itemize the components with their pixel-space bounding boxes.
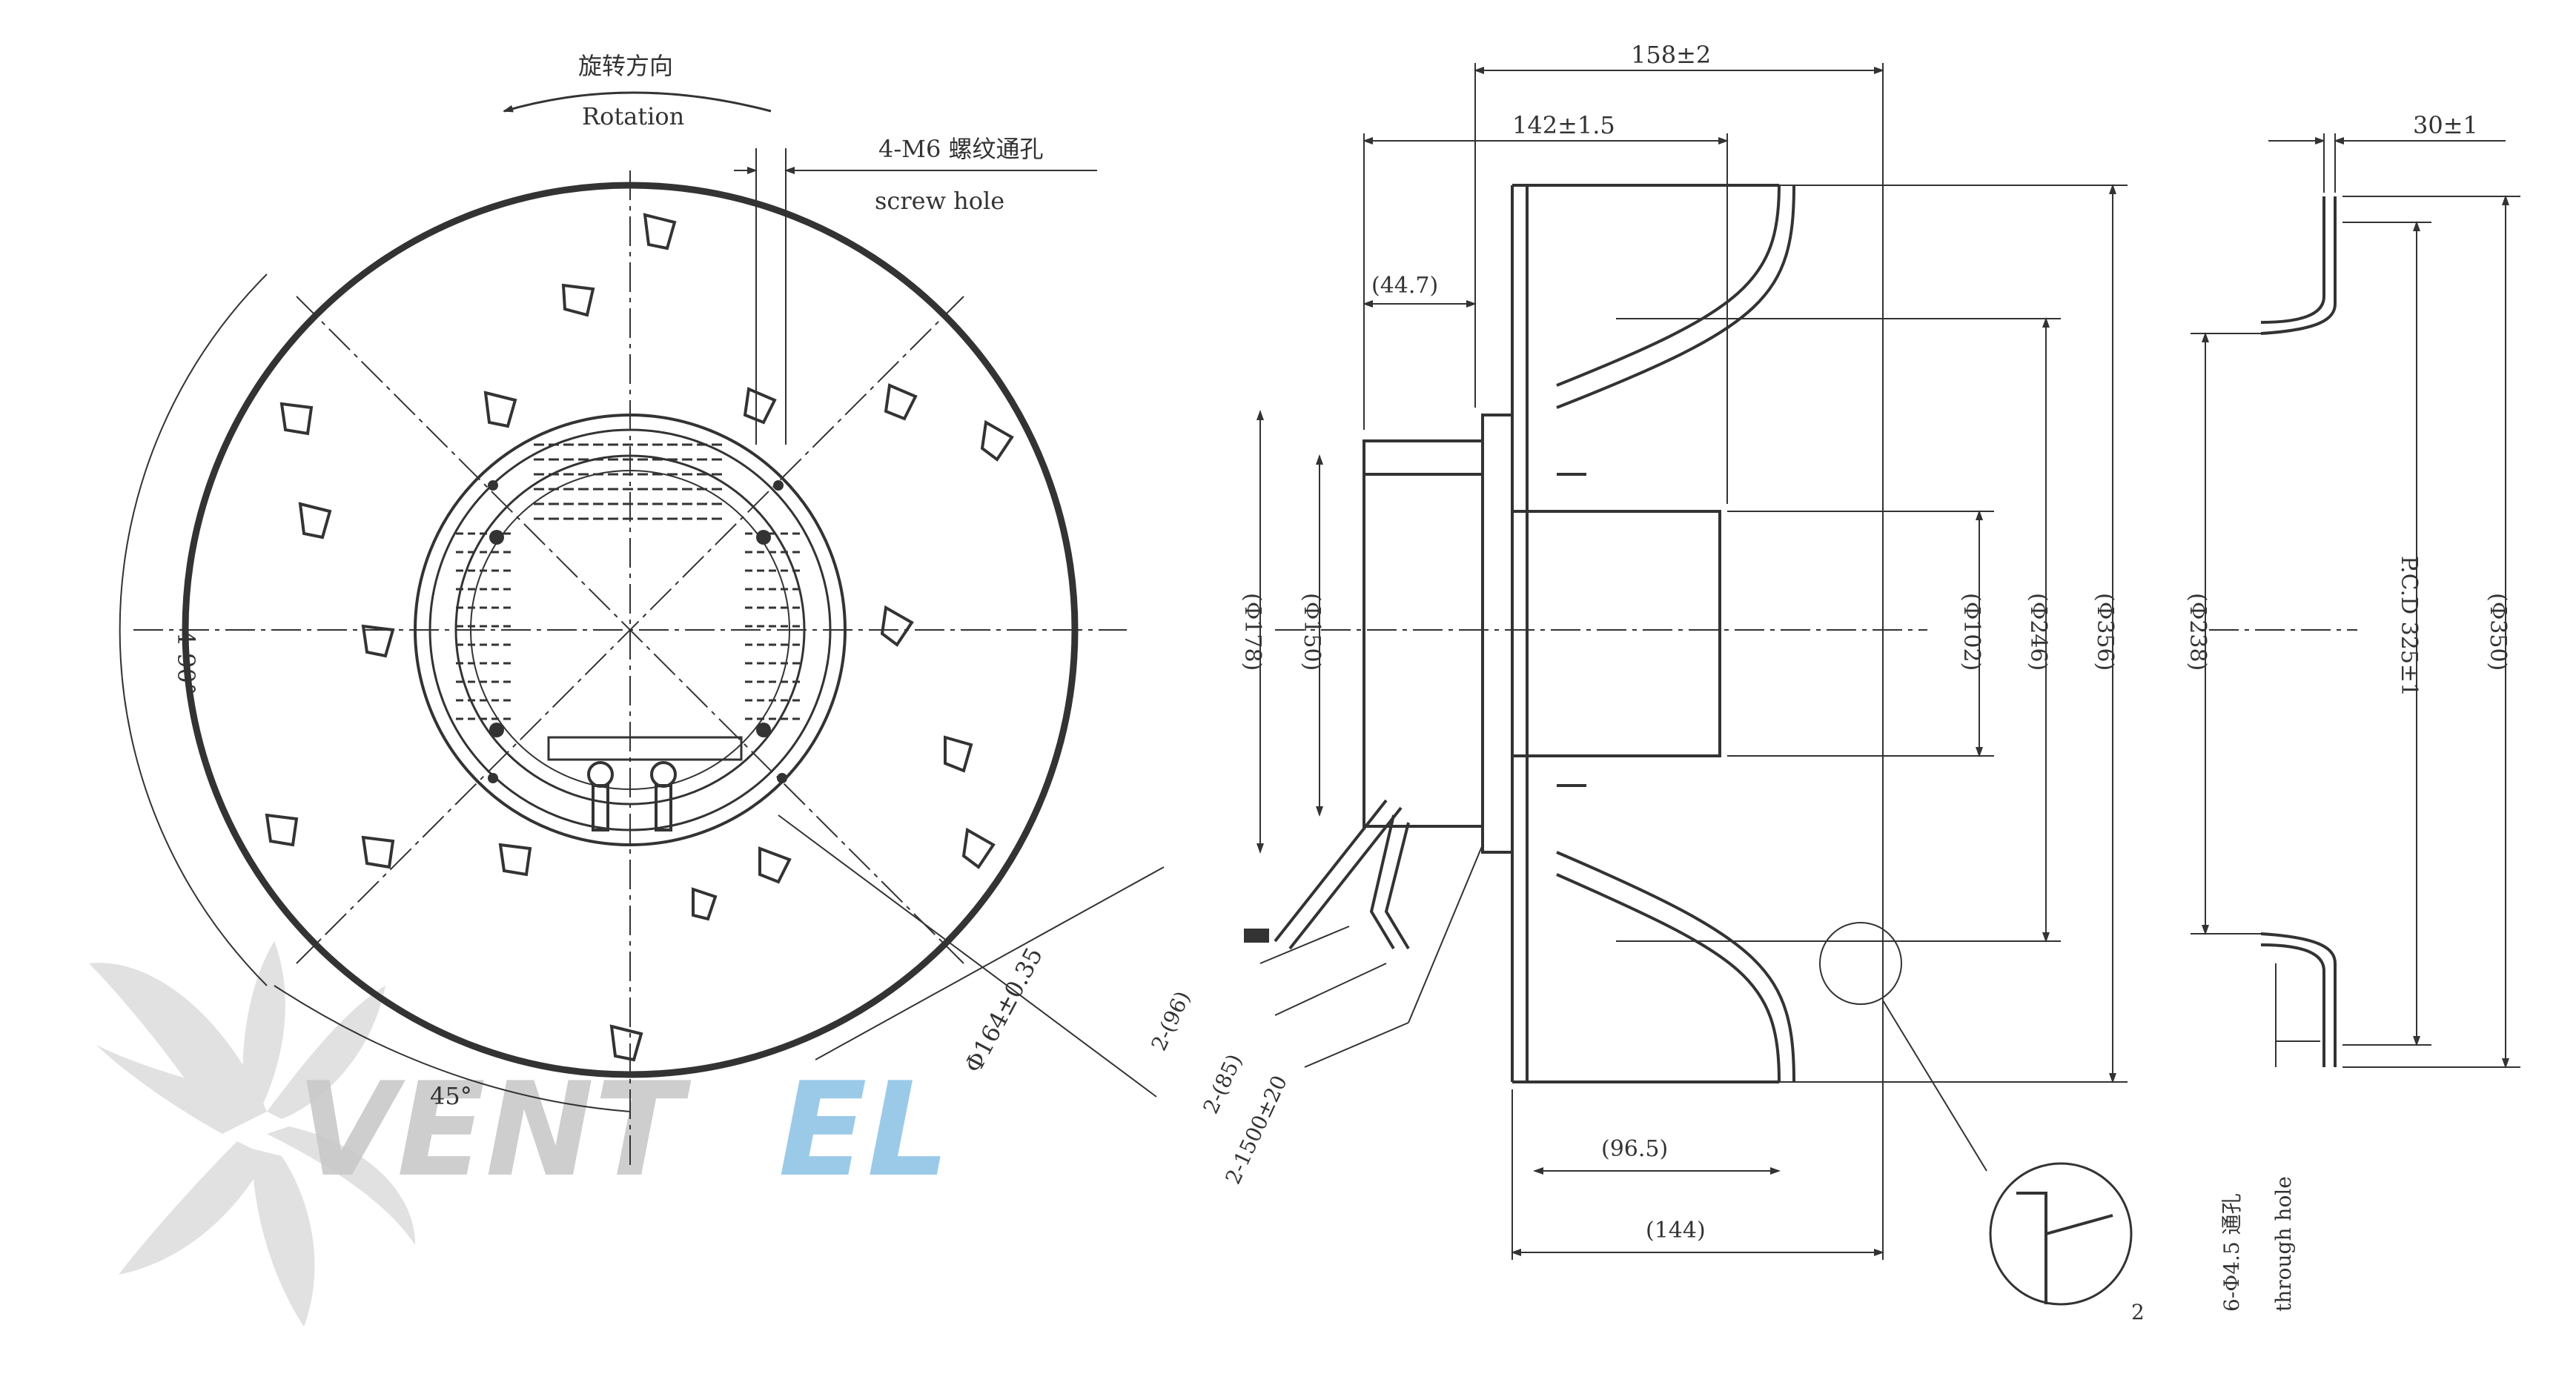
impeller-body [1511,184,1795,1083]
dia-238-label: (Φ238) [2185,593,2211,671]
cable-glands [587,761,677,831]
angle-90-arc [119,273,268,986]
dim-30-label: 30±1 [2413,111,2478,139]
dia-150-label: (Φ150) [1299,593,1325,671]
rotation-label-en: Rotation [582,102,684,130]
dim-44-7-label: (44.7) [1371,273,1438,299]
hub-ring-inner [428,428,832,831]
fin-grid-right [745,532,804,720]
dia-246-label: (Φ246) [2025,593,2051,671]
screw-label-en: screw hole [875,187,1004,215]
angle-90-label: 4-90° [172,630,200,695]
detail-2-label: 2 [2131,1300,2145,1324]
inlet-ring [2260,196,2337,1067]
dia-350-label: (Φ350) [2485,593,2511,671]
pcd-label: P.C.D 325±1 [2396,556,2422,697]
dim-96-5-label: (96.5) [1601,1136,1668,1162]
rotation-arrow [503,91,772,113]
ring-dimension-lines [2191,133,2520,1069]
front-centerlines [133,170,1127,1171]
brand-part1: VENT [297,1055,691,1206]
dia-356-label: (Φ356) [2092,593,2118,671]
holes-label-cn: 6-Φ4.5 通孔 [2219,1193,2244,1312]
detail-view-circle [1989,1162,2133,1306]
fan-blades-logo [89,941,415,1327]
screw-callout-lines [734,148,1097,445]
fin-grid-top [534,443,726,520]
dim-142-label: 142±1.5 [1512,111,1615,139]
balance-clips [265,213,1014,1062]
front-view: 旋转方向 Rotation 4-M6 螺纹通孔 screw hole 4-90°… [119,52,1165,1171]
angle-45-label: 45° [430,1082,472,1110]
hub-ring-outer [414,414,847,846]
brand-part2: EL [778,1055,950,1206]
cable-96-label: 2-(96) [1146,987,1195,1055]
screw-label-cn: 4-M6 螺纹通孔 [878,135,1043,163]
cables [1244,799,1410,950]
angle-45-arc [274,985,631,1112]
screw-holes [488,480,787,783]
ring-view: 30±1 (Φ238) P.C.D 325±1 (Φ350) 6-Φ4.5 通孔… [2185,111,2520,1312]
cable-85-label: 2-(85) [1198,1050,1247,1118]
dia-102-label: (Φ102) [1959,593,1984,671]
side-dimension-lines [1256,63,2128,1260]
dia-178-label: (Φ178) [1239,593,1265,671]
fin-grid-left [456,532,515,720]
outer-disk [182,182,1079,1078]
holes-label-en: through hole [2271,1176,2296,1312]
side-view: 158±2 142±1.5 (44.7) (Φ178) (Φ150) (Φ102… [1146,41,2144,1324]
detail-callout-circle [1819,922,1902,1005]
terminal-block [547,736,743,761]
dia-164-line [778,814,1157,1098]
dim-158-label: 158±2 [1631,41,1711,69]
motor-body [1363,414,1514,854]
dim-144-label: (144) [1646,1218,1706,1244]
rotation-label-cn: 旋转方向 [578,52,673,80]
ventel-watermark: VENT EL [89,941,950,1327]
dia-164-label: Φ164±0.35 [959,943,1049,1078]
